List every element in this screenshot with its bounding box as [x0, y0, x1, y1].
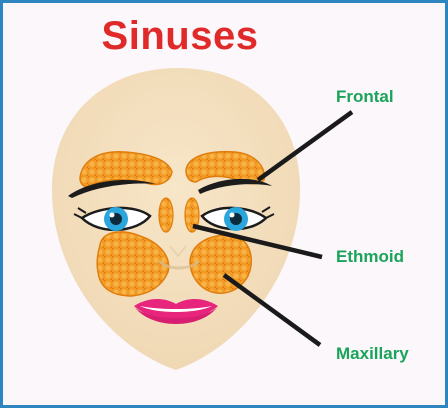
page-title: Sinuses — [100, 14, 260, 59]
label-ethmoid: Ethmoid — [336, 247, 404, 267]
label-frontal: Frontal — [336, 87, 394, 107]
label-maxillary: Maxillary — [336, 344, 409, 364]
